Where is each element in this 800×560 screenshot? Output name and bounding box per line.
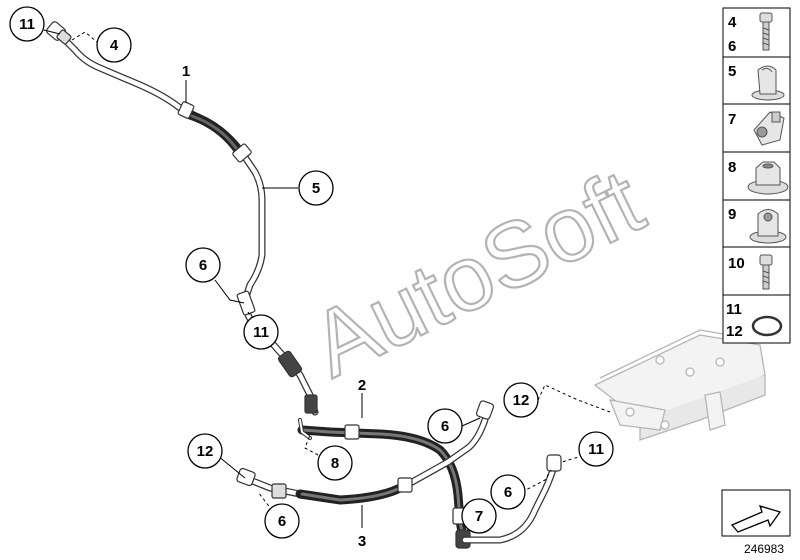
pipe-1-fittings — [45, 21, 318, 414]
callout-label: 6 — [199, 257, 207, 274]
legend-label: 8 — [728, 159, 736, 176]
legend-label: 12 — [726, 323, 743, 340]
callout-7: 7 — [461, 498, 497, 534]
legend-label: 7 — [728, 111, 736, 128]
callout-label: 6 — [504, 484, 512, 501]
pipe-1 — [56, 31, 319, 416]
callout-6-mid: 6 — [185, 247, 221, 283]
legend-label: 10 — [728, 255, 745, 272]
part-label-1: 1 — [182, 63, 190, 80]
arrow-icon — [730, 505, 782, 533]
callout-label: 6 — [441, 418, 449, 435]
pipe-7-fittings — [546, 454, 562, 472]
callout-label: 12 — [197, 443, 214, 460]
nut-icon — [747, 161, 789, 195]
legend-label: 11 — [726, 301, 742, 318]
bracket-clip-icon — [753, 111, 785, 146]
callout-11-top: 11 — [9, 6, 45, 42]
legend-label: 4 — [728, 14, 737, 31]
part-label-2: 2 — [358, 377, 366, 394]
watermark-text: AutoSoft — [296, 150, 658, 396]
orientation-arrow-box — [721, 489, 791, 537]
callout-label: 11 — [19, 16, 35, 33]
callout-label: 11 — [253, 324, 269, 341]
callout-11-right: 11 — [578, 431, 614, 467]
part-label-3: 3 — [358, 533, 366, 550]
callout-label: 11 — [588, 441, 604, 458]
clip-icon — [751, 65, 785, 101]
clip-icon — [749, 209, 787, 244]
diagram-id: 246983 — [744, 542, 784, 556]
callout-label: 12 — [513, 392, 530, 409]
bolt-icon — [759, 254, 773, 290]
o-ring-icon — [751, 315, 783, 337]
callout-12-right: 12 — [503, 382, 539, 418]
legend-panel: 4 6 5 7 8 9 — [722, 7, 791, 344]
callout-6-center: 6 — [427, 408, 463, 444]
callout-6-right: 6 — [490, 474, 526, 510]
callout-label: 6 — [278, 513, 286, 530]
legend-label: 5 — [728, 63, 736, 80]
callout-label: 5 — [312, 180, 320, 197]
bolt-icon — [759, 12, 773, 51]
callout-8: 8 — [317, 445, 353, 481]
legend-label: 6 — [728, 38, 736, 55]
pipe-3-fittings — [236, 400, 495, 499]
pipe-3 — [241, 416, 489, 505]
callout-11-mid: 11 — [243, 314, 279, 350]
callout-label: 4 — [110, 37, 119, 54]
callout-label: 7 — [475, 508, 483, 525]
callout-label: 8 — [331, 455, 339, 472]
callout-4: 4 — [96, 27, 132, 63]
callout-6-bottom-left: 6 — [264, 503, 300, 539]
bracket-assembly — [593, 329, 766, 441]
callout-5: 5 — [298, 170, 334, 206]
legend-label: 9 — [728, 206, 736, 223]
callout-12-left: 12 — [187, 433, 223, 469]
